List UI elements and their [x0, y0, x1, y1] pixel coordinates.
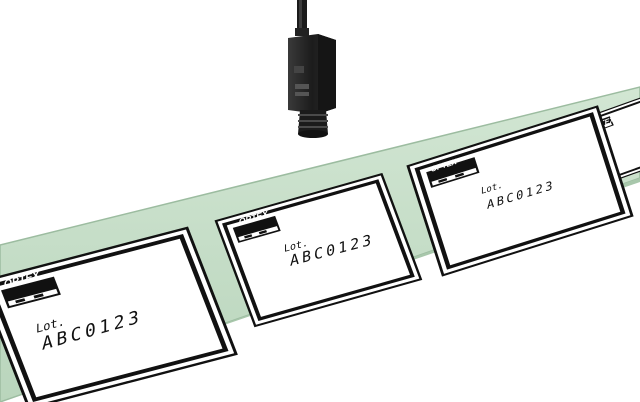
industrial-camera-icon: [288, 0, 336, 138]
